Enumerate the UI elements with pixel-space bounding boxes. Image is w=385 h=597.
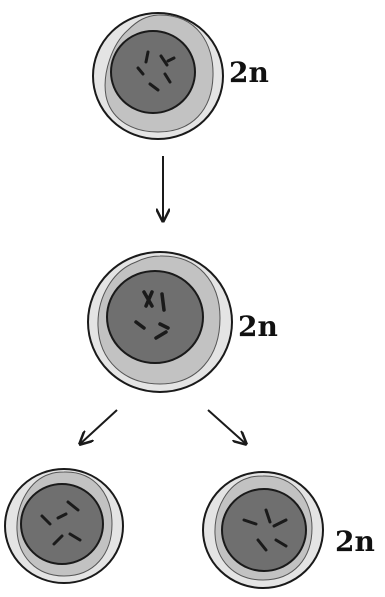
ploidy-label-middle: 2n [238,313,278,341]
top-cell-nucleus [111,31,195,113]
top-cell [93,13,223,139]
daughter-cell-right [203,472,323,588]
division-arrow-right [208,410,246,444]
chromosome [162,294,164,310]
daughter-left-nucleus [21,484,103,564]
middle-cell [88,252,232,392]
chromosome [146,52,148,62]
daughter-cell-left [5,469,123,583]
ploidy-label-bottom-right: 2n [335,528,375,556]
middle-cell-nucleus [107,271,203,363]
division-arrow-left [80,410,117,444]
ploidy-label-top: 2n [229,59,269,87]
daughter-right-nucleus [222,489,306,571]
